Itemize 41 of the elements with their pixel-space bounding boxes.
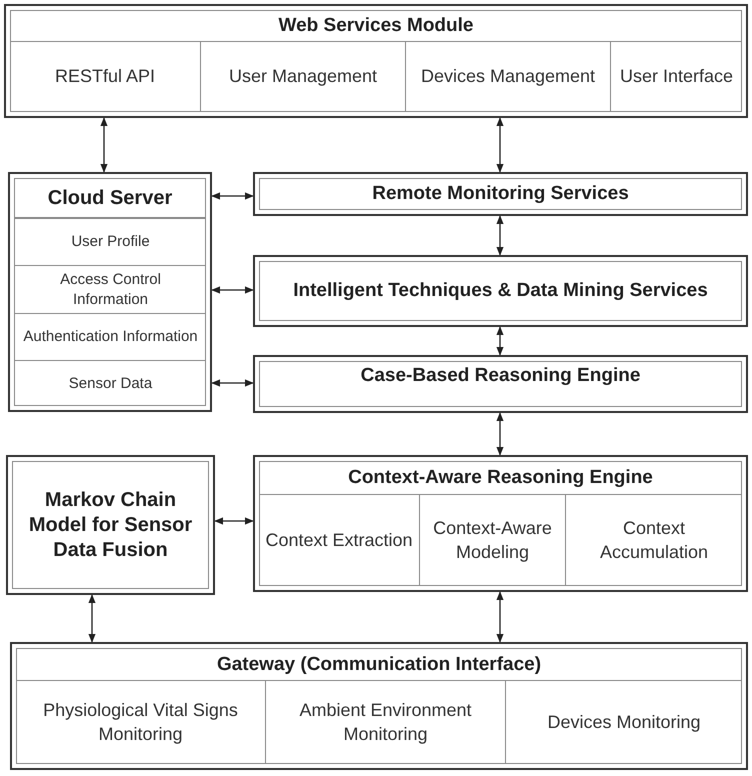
arrow xyxy=(496,215,504,256)
cell-label: Context-Aware Modeling xyxy=(432,517,553,564)
cell-label: RESTful API xyxy=(54,65,156,88)
arrow xyxy=(211,379,254,387)
arrow xyxy=(88,594,96,643)
cell-label: User Management xyxy=(228,65,378,88)
module-heading: Markov Chain Model for Sensor Data Fusion xyxy=(28,488,194,562)
module-box xyxy=(253,172,748,216)
cell-label: Ambient Environment Monitoring xyxy=(298,699,473,746)
arrow xyxy=(211,192,254,200)
module-box xyxy=(253,455,748,592)
arrow xyxy=(496,412,504,456)
cell-label: Context Accumulation xyxy=(598,517,710,564)
cell-label: Devices Monitoring xyxy=(547,710,701,734)
cell-label: Sensor Data xyxy=(68,374,152,394)
module-heading: Case-Based Reasoning Engine xyxy=(360,364,640,388)
module-box xyxy=(253,255,748,327)
arrow xyxy=(100,117,108,173)
module-heading: Remote Monitoring Services xyxy=(372,182,629,206)
cell-label: Context Extraction xyxy=(265,528,413,552)
cell-label: Authentication Information xyxy=(23,327,198,347)
module-heading: Cloud Server xyxy=(48,186,172,210)
cell-label: Devices Management xyxy=(420,65,596,88)
module-box xyxy=(10,642,748,770)
arrow xyxy=(496,326,504,356)
arrow xyxy=(496,591,504,643)
cell-label: User Interface xyxy=(620,65,734,88)
module-box xyxy=(8,172,212,412)
arrow xyxy=(496,117,504,173)
module-heading: Gateway (Communication Interface) xyxy=(216,652,542,676)
module-box xyxy=(4,4,748,118)
arrow xyxy=(214,517,254,525)
cell-label: Access Control Information xyxy=(59,270,162,309)
module-heading: Context-Aware Reasoning Engine xyxy=(348,466,653,490)
arrow xyxy=(211,286,254,294)
cell-label: User Profile xyxy=(71,232,150,252)
module-box xyxy=(253,355,748,413)
module-heading: Intelligent Techniques & Data Mining Services xyxy=(293,279,708,303)
cell-label: Physiological Vital Signs Monitoring xyxy=(42,699,239,746)
module-box xyxy=(6,455,215,595)
module-heading: Web Services Module xyxy=(278,14,474,38)
